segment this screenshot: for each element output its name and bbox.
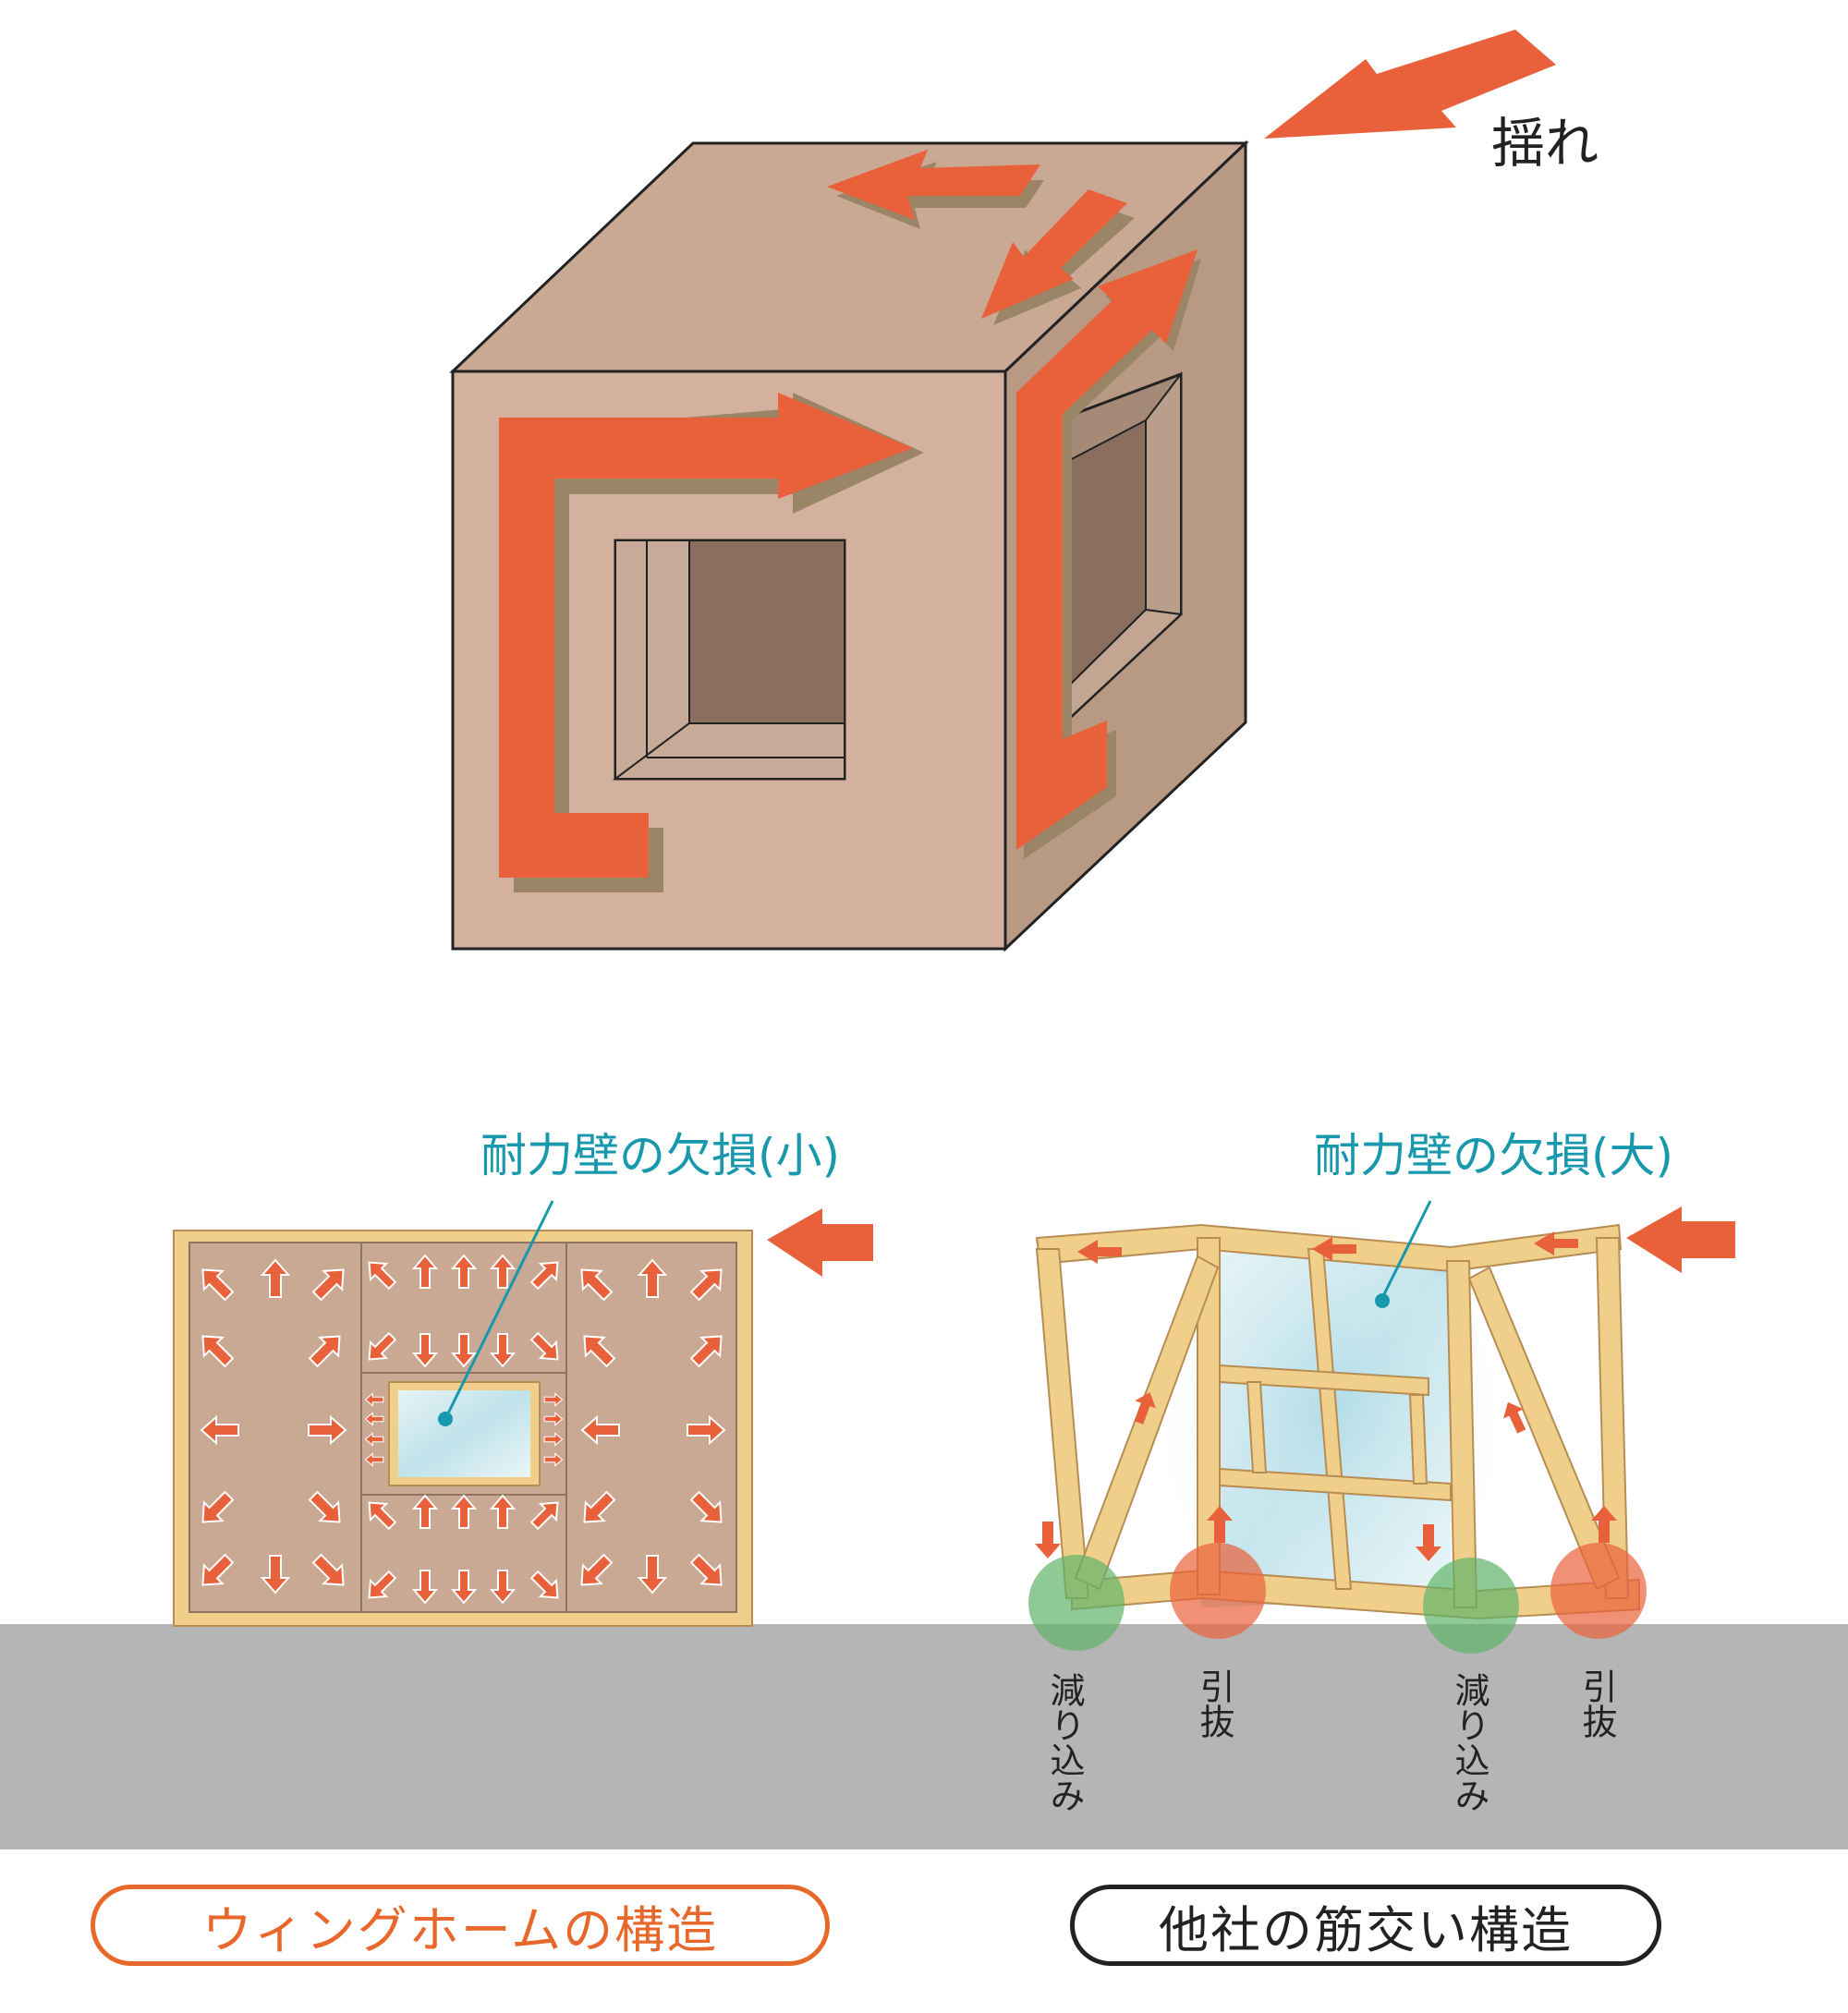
wing-home-wall: 耐力壁の欠損(小) <box>173 1129 873 1627</box>
arrow-ul-2 <box>201 1335 235 1368</box>
arrow-w-r-2 <box>543 1412 564 1426</box>
sink-marker-2 <box>1423 1558 1519 1654</box>
arrow-r-1 <box>308 1414 347 1446</box>
arrow-d-1 <box>260 1555 291 1595</box>
arrow-w-l-4 <box>364 1452 384 1467</box>
pull-label-2: 引抜 <box>1576 1668 1617 1739</box>
arrow-c-d-2 <box>450 1333 478 1368</box>
arrow-c-u-5 <box>450 1494 478 1529</box>
arrow-r-l-1 <box>580 1414 620 1446</box>
arrow-r-dr-2 <box>689 1553 723 1586</box>
arrow-r-d-1 <box>637 1555 668 1595</box>
caption-wing-home-structure: ウィングホームの構造 <box>91 1885 830 1966</box>
arrow-r-ur-1 <box>689 1268 723 1302</box>
beam-arrow-2 <box>1312 1237 1356 1261</box>
left-panel-force-arrows <box>200 1258 347 1595</box>
arrow-dl-1 <box>201 1490 235 1523</box>
arrow-w-l-2 <box>364 1412 384 1426</box>
caption-other-company-bracing-structure: 他社の筋交い構造 <box>1070 1885 1661 1966</box>
house-cube: 揺れ <box>449 30 1599 952</box>
arrow-c-d-6 <box>489 1570 517 1605</box>
brace-arrow-left <box>1134 1392 1156 1425</box>
sink-marker-1 <box>1028 1555 1125 1651</box>
arrow-r-ul-1 <box>580 1268 614 1302</box>
arrow-c-ur-1 <box>529 1261 559 1291</box>
pull-label-1: 引抜 <box>1194 1668 1234 1739</box>
callout-dot-large <box>1375 1293 1390 1308</box>
arrow-c-dl-1 <box>368 1331 397 1361</box>
post-arrow-down-1 <box>1035 1522 1061 1558</box>
arrow-c-u-2 <box>450 1254 478 1289</box>
sink-label-1: 減り込み <box>1044 1672 1085 1813</box>
arrow-w-r-4 <box>543 1452 564 1467</box>
arrow-u-1 <box>260 1258 291 1298</box>
arrow-r-dr-1 <box>689 1490 723 1523</box>
arrow-c-u-4 <box>411 1494 439 1529</box>
beam-force-arrows <box>1035 1231 1617 1561</box>
arrow-c-d-4 <box>411 1570 439 1605</box>
arrow-ur-1 <box>311 1268 345 1302</box>
arrow-w-l-1 <box>364 1392 384 1407</box>
cube-front-force-arrow <box>499 393 913 878</box>
cube-top-left-arrow <box>827 150 1040 220</box>
arrow-r-dl-2 <box>580 1553 614 1586</box>
center-panel-force-arrows <box>364 1254 564 1605</box>
post-arrow-up-2 <box>1591 1506 1617 1543</box>
cube-top-diag-arrow <box>981 189 1127 319</box>
bracing-wall: 耐力壁の欠損(大) 減り込み 引抜 減り込み 引抜 <box>1028 1129 1735 1813</box>
beam-arrow-3 <box>1534 1231 1578 1255</box>
small-window-glass <box>398 1390 530 1477</box>
arrow-w-l-3 <box>364 1432 384 1447</box>
right-panel-force-arrows <box>580 1258 726 1595</box>
shake-arrow <box>1264 30 1556 139</box>
beam-arrow-1 <box>1077 1240 1122 1264</box>
pull-marker-2 <box>1550 1543 1647 1639</box>
cube-right-force-arrow <box>1016 249 1198 850</box>
arrow-c-u-3 <box>489 1254 517 1289</box>
brace-arrow-right <box>1503 1401 1526 1434</box>
arrow-l-1 <box>200 1414 239 1446</box>
post-arrow-down-2 <box>1416 1524 1441 1561</box>
arrow-r-ul-2 <box>583 1335 616 1368</box>
arrow-ur-2 <box>308 1335 341 1368</box>
pull-marker-1 <box>1170 1543 1266 1639</box>
arrow-w-r-1 <box>543 1392 564 1407</box>
arrow-c-u-6 <box>489 1494 517 1529</box>
left-lateral-force-arrow <box>767 1208 873 1277</box>
cube-right-window <box>1055 371 1184 734</box>
arrow-ul-1 <box>201 1268 235 1302</box>
arrow-c-d-5 <box>450 1570 478 1605</box>
arrow-r-dl-1 <box>583 1490 616 1523</box>
arrow-c-ur-2 <box>529 1501 559 1531</box>
arrow-dr-2 <box>311 1553 345 1586</box>
post-arrow-up-1 <box>1207 1506 1233 1543</box>
arrow-c-ul-1 <box>368 1261 397 1291</box>
arrow-r-r-1 <box>687 1414 726 1446</box>
arrow-c-d-1 <box>411 1333 439 1368</box>
callout-label-small: 耐力壁の欠損(小) <box>480 1129 840 1182</box>
arrow-r-ur-2 <box>689 1335 723 1368</box>
arrow-c-d-3 <box>489 1333 517 1368</box>
callout-dot-small <box>438 1412 453 1426</box>
ground <box>0 1624 1848 1849</box>
right-lateral-force-arrow <box>1626 1207 1735 1273</box>
arrow-r-u-1 <box>637 1258 668 1298</box>
cube-right-force-arrow-shadow <box>1024 259 1201 859</box>
cube-front-window <box>613 539 846 781</box>
callout-leader-small <box>444 1200 554 1420</box>
arrow-dl-2 <box>201 1553 235 1586</box>
arrow-c-dl-2 <box>368 1570 397 1599</box>
shake-label: 揺れ <box>1491 112 1599 175</box>
arrow-c-u-1 <box>411 1254 439 1289</box>
callout-leader-large <box>1380 1200 1432 1299</box>
callout-label-large: 耐力壁の欠損(大) <box>1314 1129 1673 1182</box>
arrow-w-r-3 <box>543 1432 564 1447</box>
arrow-c-dr-2 <box>529 1570 559 1599</box>
arrow-dr-1 <box>308 1490 341 1523</box>
sink-label-2: 減り込み <box>1449 1672 1489 1813</box>
arrow-c-ul-2 <box>368 1501 397 1531</box>
arrow-c-dr-1 <box>529 1331 559 1361</box>
